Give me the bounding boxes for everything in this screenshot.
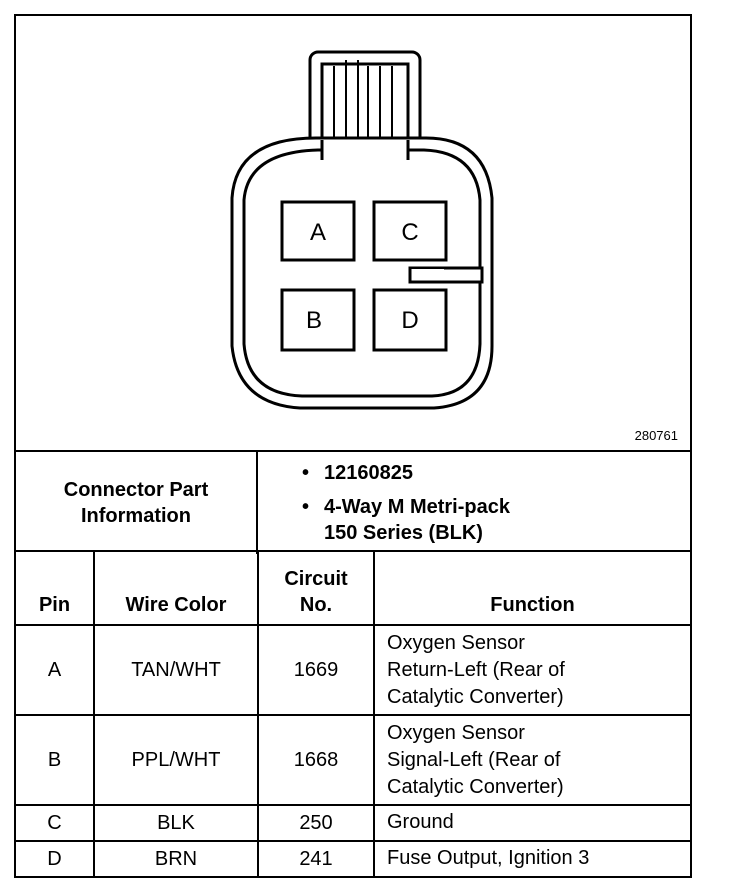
wire-color-cell: PPL/WHT [94, 714, 259, 805]
header-circuit-line1: Circuit [284, 568, 348, 590]
connector-diagram: A C B D [230, 50, 494, 410]
header-circuit-line2: No. [299, 594, 333, 616]
function-line: Catalytic Converter) [387, 686, 564, 708]
pin-table-header: Pin Wire Color Circuit No. Function [16, 550, 690, 625]
pin-cavities [280, 200, 448, 352]
circuit-cell: 241 [258, 840, 375, 876]
cavity-a [280, 200, 356, 262]
part-info-label-line1: Connector Part [63, 479, 209, 501]
cavity-c [372, 200, 448, 262]
part-number-item: • 12160825 [302, 460, 690, 486]
table-row: C BLK 250 Ground [16, 804, 690, 841]
function-line: Signal-Left (Rear of [387, 749, 561, 771]
function-cell: Ground [374, 804, 690, 841]
bullet-icon: • [302, 496, 310, 518]
function-line: Oxygen Sensor [387, 722, 525, 744]
table-row: B PPL/WHT 1668 Oxygen Sensor Signal-Left… [16, 714, 690, 805]
connector-sheet: A C B D 280761 Connector Part Informatio… [14, 14, 692, 878]
pin-cell: B [16, 714, 95, 805]
header-circuit: Circuit No. [258, 550, 375, 625]
header-wire-color: Wire Color [94, 550, 259, 625]
function-cell: Oxygen Sensor Return-Left (Rear of Catal… [374, 624, 690, 715]
figure-id: 280761 [634, 428, 678, 443]
pin-cell: C [16, 804, 95, 841]
function-line: Catalytic Converter) [387, 776, 564, 798]
function-cell: Fuse Output, Ignition 3 [374, 840, 690, 876]
part-type-item: • 4-Way M Metri-pack 150 Series (BLK) [302, 494, 690, 546]
part-info-label: Connector Part Information [16, 450, 258, 554]
function-line: Return-Left (Rear of [387, 659, 565, 681]
part-info-label-line2: Information [81, 505, 191, 527]
table-row: A TAN/WHT 1669 Oxygen Sensor Return-Left… [16, 624, 690, 715]
cavity-d [372, 288, 448, 352]
header-pin: Pin [16, 550, 95, 625]
circuit-cell: 1669 [258, 624, 375, 715]
pin-cell: A [16, 624, 95, 715]
cavity-label-d: D [401, 307, 418, 334]
table-row: D BRN 241 Fuse Output, Ignition 3 [16, 840, 690, 876]
function-line: Ground [387, 811, 454, 833]
function-line: Oxygen Sensor [387, 632, 525, 654]
wire-color-cell: BRN [94, 840, 259, 876]
part-type-line1: 4-Way M Metri-pack [324, 496, 510, 518]
part-info-list: • 12160825 • 4-Way M Metri-pack 150 Seri… [257, 450, 690, 554]
wire-color-cell: TAN/WHT [94, 624, 259, 715]
part-type-line2: 150 Series (BLK) [324, 522, 483, 544]
cavity-b [280, 288, 356, 352]
bullet-icon: • [302, 462, 310, 484]
cavity-label-c: C [401, 219, 418, 246]
part-number: 12160825 [324, 462, 413, 484]
pin-table: Pin Wire Color Circuit No. Function A TA… [16, 550, 690, 876]
part-info-table: Connector Part Information • 12160825 • … [16, 450, 690, 554]
header-function: Function [374, 550, 690, 625]
pin-cell: D [16, 840, 95, 876]
circuit-cell: 1668 [258, 714, 375, 805]
function-cell: Oxygen Sensor Signal-Left (Rear of Catal… [374, 714, 690, 805]
wire-color-cell: BLK [94, 804, 259, 841]
function-line: Fuse Output, Ignition 3 [387, 847, 590, 869]
cavity-label-b: B [306, 307, 322, 334]
circuit-cell: 250 [258, 804, 375, 841]
cavity-label-a: A [310, 219, 326, 246]
